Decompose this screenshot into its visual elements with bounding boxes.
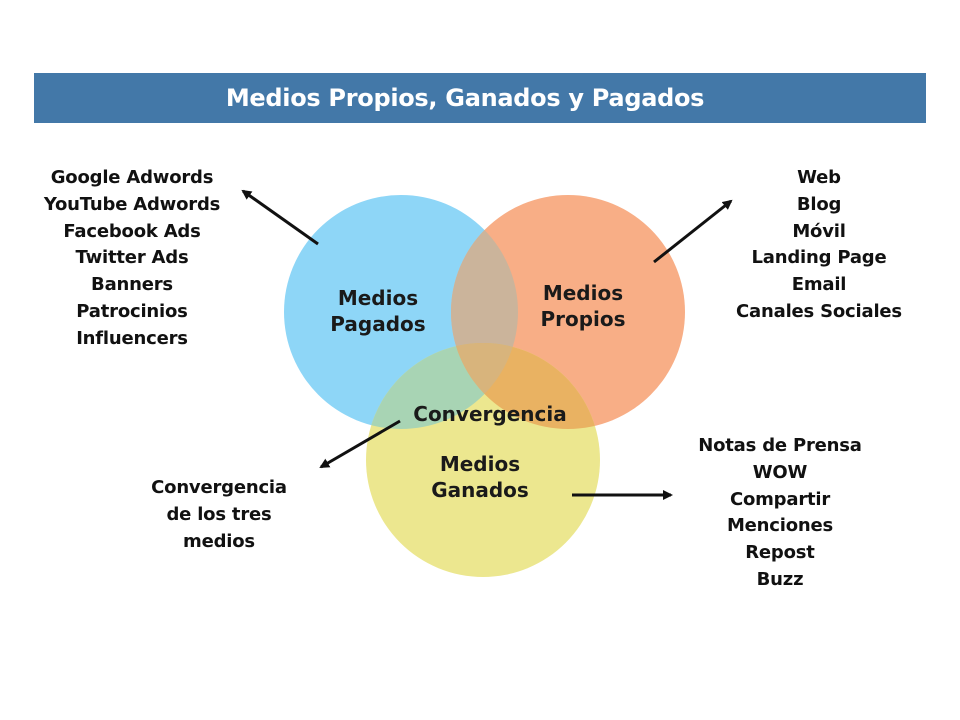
list-item: Menciones — [726, 515, 834, 537]
label-medios-propios: Medios Propios — [523, 280, 643, 332]
list-propios: Web Blog Móvil Landing Page Email Canale… — [719, 165, 919, 326]
list-item: Email — [791, 274, 847, 296]
label-convergencia: Convergencia — [400, 401, 580, 427]
list-item: Twitter Ads — [75, 247, 189, 269]
list-ganados: Notas de Prensa WOW Compartir Menciones … — [680, 433, 880, 594]
label-ganados-line-2: Ganados — [431, 478, 529, 502]
page-title: Medios Propios, Ganados y Pagados — [225, 84, 705, 112]
label-pagados-line-1: Medios — [337, 286, 419, 310]
list-item: Repost — [745, 542, 815, 564]
list-item: Convergencia — [151, 477, 287, 498]
overlap-propios-ganados — [451, 343, 600, 429]
arrow-propios — [653, 199, 733, 264]
list-item: Facebook Ads — [63, 220, 201, 242]
list-item: Web — [797, 167, 841, 188]
overlap-pagados-ganados — [366, 343, 518, 429]
list-convergencia: Convergencia de los tres medios — [129, 475, 309, 555]
arrow-convergencia — [319, 419, 401, 469]
list-item: de los tres — [166, 503, 272, 525]
title-banner: Medios Propios, Ganados y Pagados — [34, 73, 926, 123]
list-item: Canales Sociales — [736, 300, 902, 322]
label-pagados-line-2: Pagados — [330, 312, 426, 336]
list-item: Buzz — [756, 568, 804, 590]
label-propios-line-2: Propios — [540, 307, 626, 331]
list-item: Landing Page — [751, 247, 887, 269]
label-medios-pagados: Medios Pagados — [318, 285, 438, 337]
list-item: Compartir — [729, 488, 831, 510]
list-item: Influencers — [76, 327, 188, 349]
label-medios-ganados: Medios Ganados — [420, 451, 540, 503]
list-item: Banners — [91, 274, 173, 296]
list-item: YouTube Adwords — [43, 193, 221, 215]
list-item: Google Adwords — [50, 167, 214, 188]
list-item: Blog — [796, 193, 842, 215]
label-propios-line-1: Medios — [542, 281, 624, 305]
list-item: WOW — [752, 461, 808, 483]
list-item: medios — [183, 530, 255, 552]
list-pagados: Google Adwords YouTube Adwords Facebook … — [22, 165, 242, 353]
list-item: Patrocinios — [76, 300, 188, 322]
list-item: Móvil — [792, 220, 846, 242]
label-ganados-line-1: Medios — [439, 452, 521, 476]
list-item: Notas de Prensa — [698, 435, 862, 456]
label-convergencia-text: Convergencia — [413, 402, 567, 426]
arrow-pagados — [241, 189, 319, 246]
